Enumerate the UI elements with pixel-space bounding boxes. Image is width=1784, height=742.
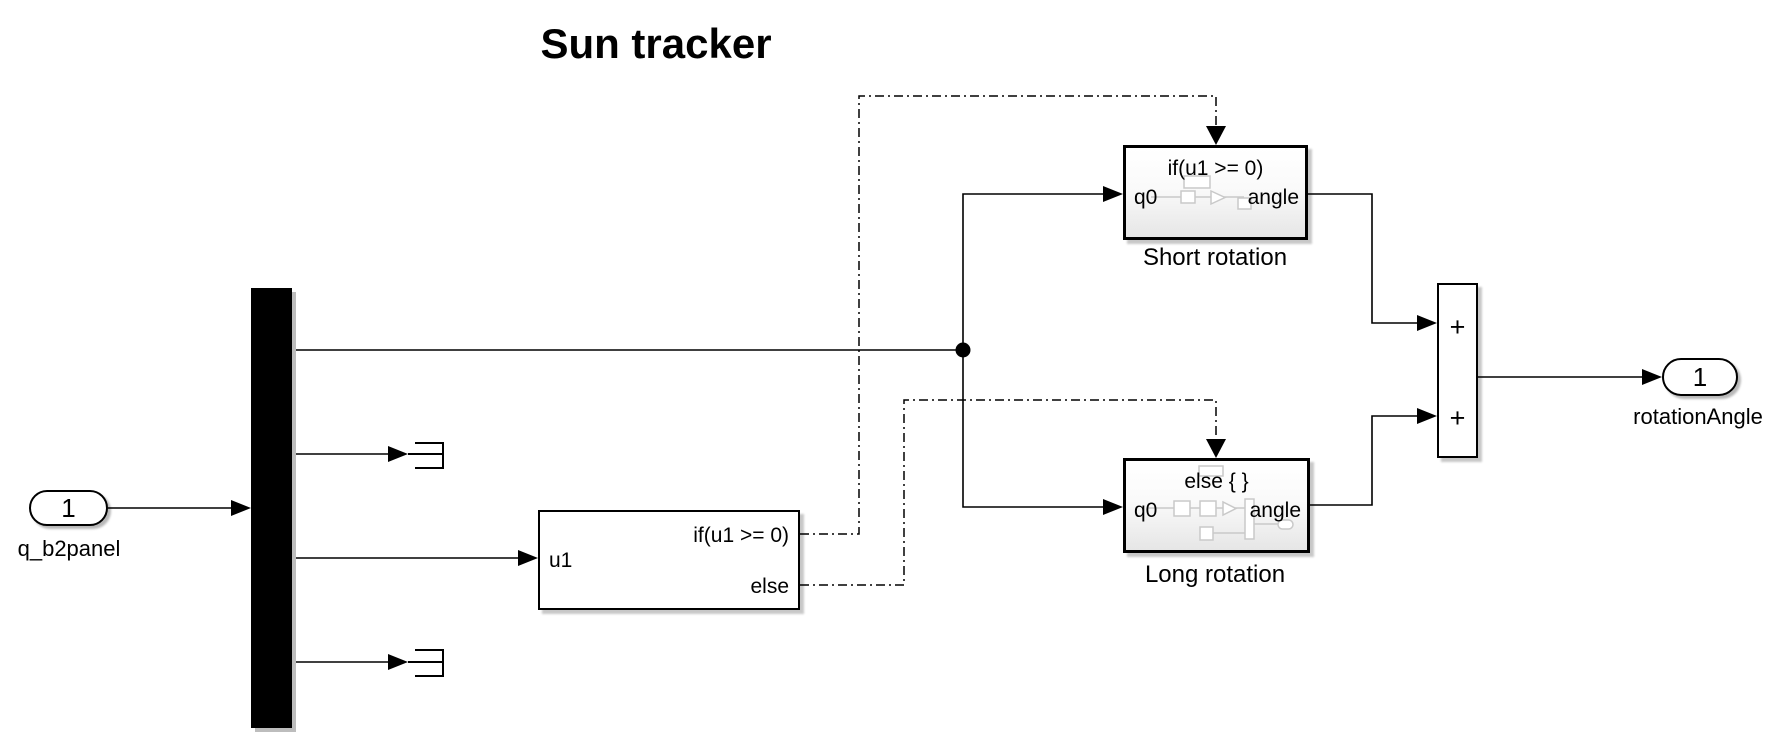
arrowhead-icon bbox=[1417, 408, 1437, 424]
wire-short-to-sum[interactable] bbox=[1308, 193, 1419, 324]
short-rotation-output-label: angle bbox=[1247, 186, 1299, 209]
junction-dot[interactable] bbox=[955, 342, 971, 358]
outport-label: rotationAngle bbox=[1633, 404, 1763, 429]
wire-long-to-sum[interactable] bbox=[1310, 415, 1419, 506]
long-rotation-subsystem[interactable]: else { } q0 angle bbox=[1123, 458, 1310, 553]
outport-block[interactable]: 1 bbox=[1662, 358, 1738, 396]
outport-number: 1 bbox=[1692, 361, 1708, 392]
if-block[interactable]: u1 if(u1 >= 0) else bbox=[538, 510, 800, 610]
short-rotation-subsystem[interactable]: if(u1 >= 0) q0 angle bbox=[1123, 145, 1308, 240]
arrowhead-icon bbox=[1417, 315, 1437, 331]
if-input-label: u1 bbox=[549, 549, 573, 572]
sum-plus-sign: + bbox=[1449, 403, 1466, 433]
demux-block[interactable] bbox=[251, 288, 292, 728]
diagram-title: Sun tracker bbox=[540, 20, 772, 67]
wire-junction-to-long[interactable] bbox=[962, 350, 1105, 508]
if-output1-label: if(u1 >= 0) bbox=[693, 524, 789, 547]
short-rotation-input-label: q0 bbox=[1134, 186, 1158, 209]
short-rotation-name: Short rotation bbox=[1142, 244, 1288, 271]
arrowhead-icon bbox=[388, 446, 408, 462]
sum-block[interactable]: + + bbox=[1437, 283, 1478, 458]
action-wire-if-to-short[interactable] bbox=[800, 95, 1217, 535]
arrowhead-icon bbox=[518, 550, 538, 566]
subsystem-preview-icon bbox=[1151, 175, 1252, 210]
arrowhead-icon bbox=[1642, 369, 1662, 385]
terminator-block[interactable] bbox=[408, 649, 444, 677]
subsystem-preview-icon bbox=[1148, 465, 1294, 541]
inport-block[interactable]: 1 bbox=[29, 490, 108, 526]
sum-plus-sign: + bbox=[1449, 312, 1466, 342]
action-wire-else-to-long[interactable] bbox=[800, 399, 1217, 586]
arrowhead-icon bbox=[231, 500, 251, 516]
long-rotation-name: Long rotation bbox=[1144, 561, 1286, 588]
arrowhead-icon bbox=[1103, 186, 1123, 202]
inport-number: 1 bbox=[61, 492, 76, 523]
short-rotation-header: if(u1 >= 0) bbox=[1167, 157, 1264, 180]
terminator-block[interactable] bbox=[408, 442, 444, 469]
wire-junction-to-short[interactable] bbox=[962, 193, 1105, 350]
action-arrowhead-icon bbox=[1206, 126, 1226, 145]
long-rotation-output-label: angle bbox=[1249, 499, 1301, 522]
long-rotation-input-label: q0 bbox=[1134, 499, 1158, 522]
action-arrowhead-icon bbox=[1206, 439, 1226, 458]
if-output2-label: else bbox=[750, 575, 789, 598]
arrowhead-icon bbox=[1103, 499, 1123, 515]
inport-label: q_b2panel bbox=[17, 536, 121, 561]
arrowhead-icon bbox=[388, 654, 408, 670]
long-rotation-header: else { } bbox=[1184, 470, 1249, 493]
